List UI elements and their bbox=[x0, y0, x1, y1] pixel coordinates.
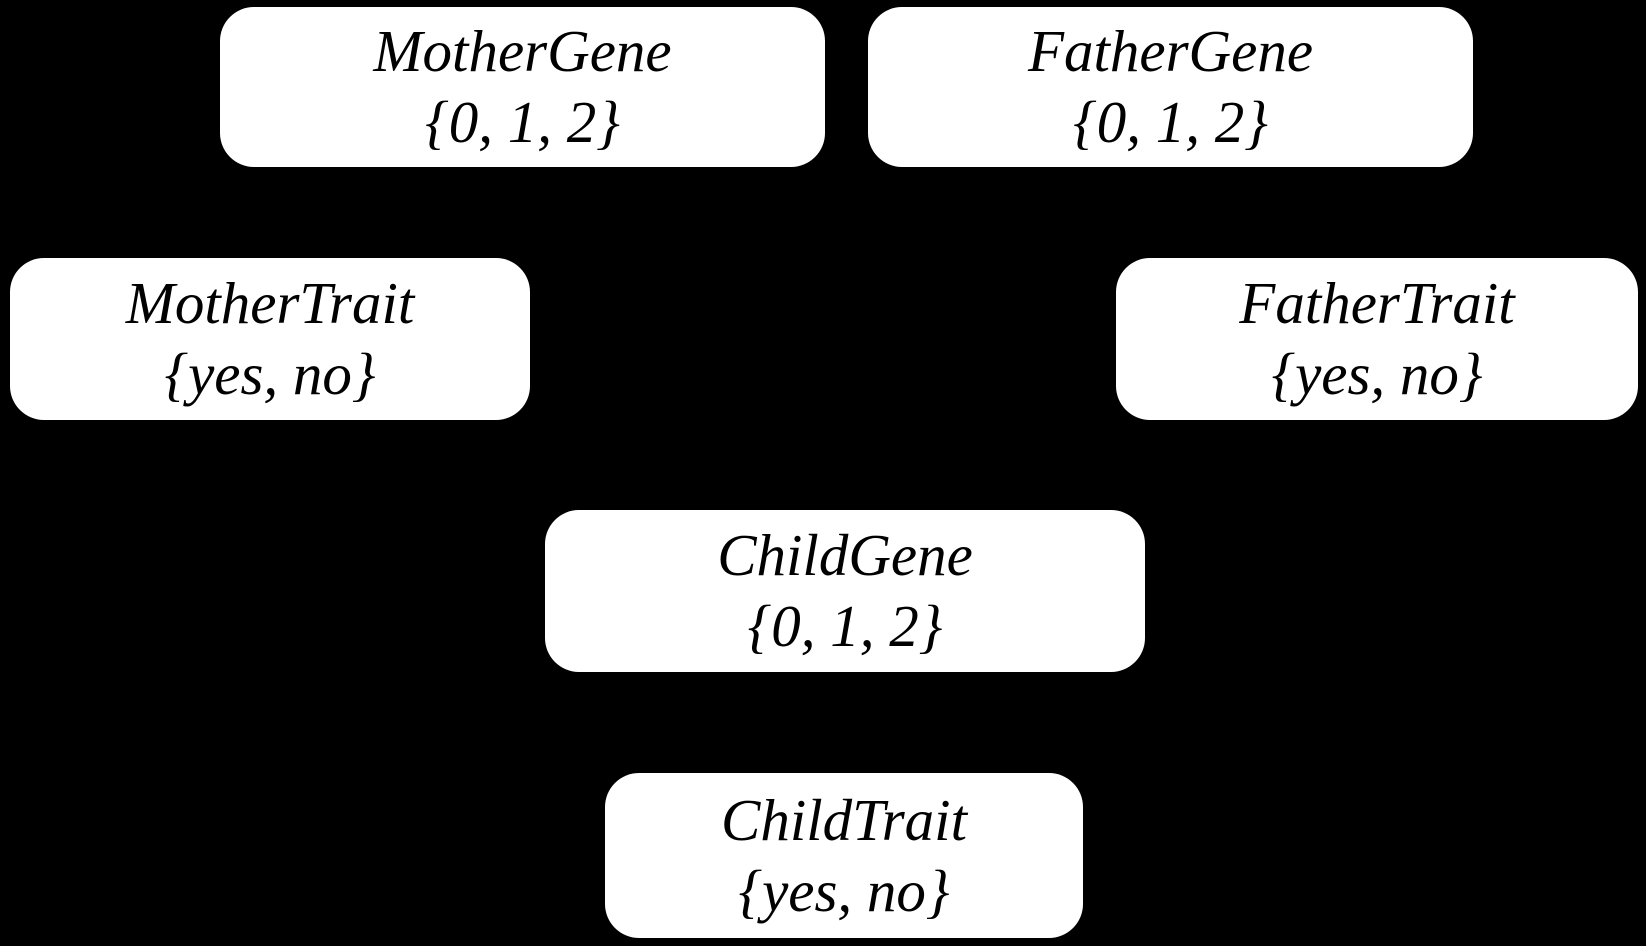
node-mothertrait-label: MotherTrait bbox=[125, 270, 415, 336]
node-fathertrait-label: FatherTrait bbox=[1239, 270, 1515, 336]
node-childgene: ChildGene {0, 1, 2} bbox=[545, 510, 1145, 672]
node-fathertrait: FatherTrait {yes, no} bbox=[1116, 258, 1638, 420]
node-fathergene-domain: {0, 1, 2} bbox=[1073, 89, 1268, 155]
node-mothergene: MotherGene {0, 1, 2} bbox=[220, 7, 825, 167]
node-mothertrait-domain: {yes, no} bbox=[164, 341, 376, 407]
node-mothertrait: MotherTrait {yes, no} bbox=[10, 258, 530, 420]
node-childgene-domain: {0, 1, 2} bbox=[747, 593, 943, 659]
node-childtrait-domain: {yes, no} bbox=[738, 857, 950, 924]
node-childtrait-label: ChildTrait bbox=[721, 786, 967, 853]
node-fathertrait-domain: {yes, no} bbox=[1271, 341, 1483, 407]
node-childgene-label: ChildGene bbox=[717, 522, 973, 588]
node-mothergene-domain: {0, 1, 2} bbox=[425, 89, 620, 155]
node-fathergene-label: FatherGene bbox=[1027, 18, 1314, 84]
node-mothergene-label: MotherGene bbox=[373, 18, 672, 84]
node-childtrait: ChildTrait {yes, no} bbox=[605, 773, 1083, 938]
node-fathergene: FatherGene {0, 1, 2} bbox=[868, 7, 1473, 167]
